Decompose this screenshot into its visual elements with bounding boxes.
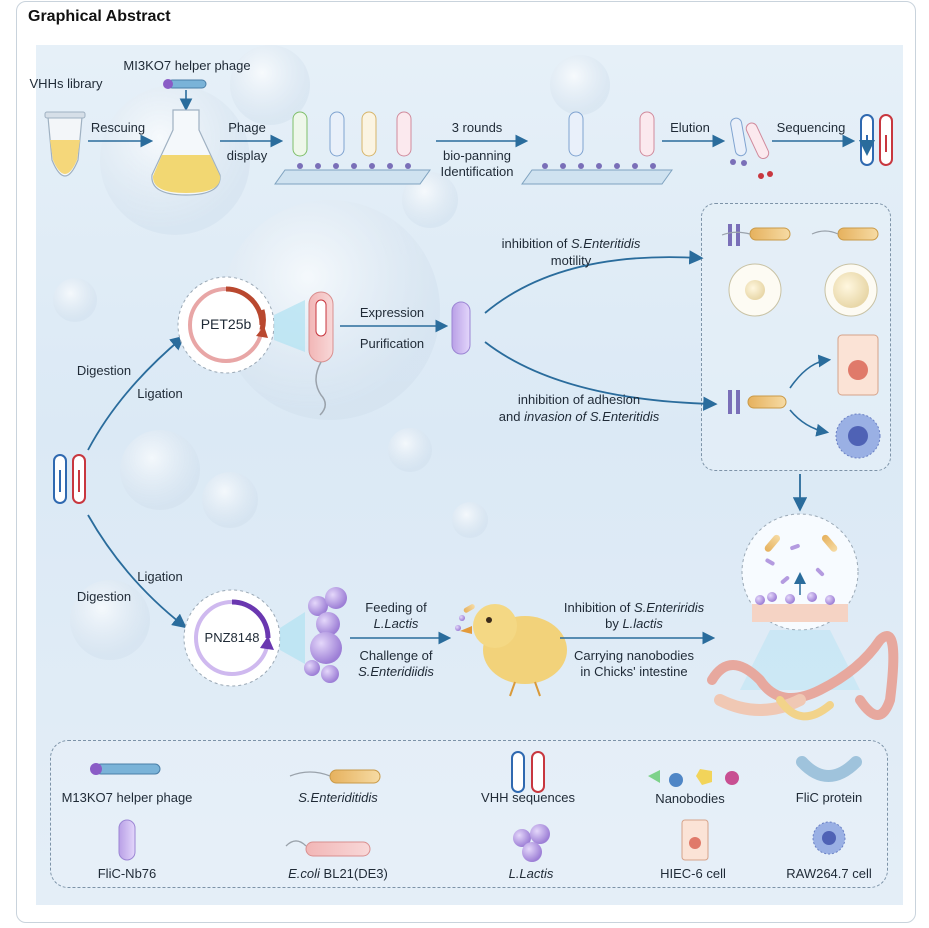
pet25b-plasmid-icon xyxy=(177,276,275,374)
legend-hiec: HIEC-6 cell xyxy=(660,866,726,881)
legend-helper-phage: M13KO7 helper phage xyxy=(61,790,193,805)
digestion-label-1: Digestion xyxy=(76,363,132,378)
helper-phage-icon xyxy=(163,79,207,112)
eluted-phage-icon xyxy=(730,117,773,179)
flask-icon xyxy=(151,109,221,196)
figure-title: Graphical Abstract xyxy=(28,8,171,25)
pnz8148-label: PNZ8148 xyxy=(204,630,260,645)
vhh-sequence-icon xyxy=(859,114,893,166)
feeding-label-2: L.Lactis xyxy=(373,616,419,631)
identification-label: Identification xyxy=(440,164,514,179)
legend-box xyxy=(50,740,888,888)
challenge-label: Challenge of xyxy=(359,648,433,663)
biopanning-label: bio-panning xyxy=(443,148,511,163)
library-tube-icon xyxy=(44,111,86,177)
legend-flic: FliC protein xyxy=(795,790,863,805)
vhh-pair-left xyxy=(53,454,86,504)
flic-nb76-icon xyxy=(451,301,471,355)
feeding-label: Feeding of xyxy=(365,600,427,615)
motility-label: inhibition of S.Enteritidis xyxy=(501,236,641,251)
pet25b-label: PET25b xyxy=(200,316,252,332)
adhesion-assay-icon xyxy=(728,334,881,459)
panning-plate-1 xyxy=(274,111,431,185)
phage-label: Phage xyxy=(228,120,266,135)
inhibition-lactis-label: Inhibition of S.Enteriridis xyxy=(563,600,705,615)
sequencing-label: Sequencing xyxy=(776,120,846,135)
display-label: display xyxy=(226,148,268,163)
inhibition-lactis-label-2: by L.lactis xyxy=(605,616,663,631)
library-label: VHHs library xyxy=(29,76,103,91)
adhesion-label-2: and invasion of S.Enteritidis xyxy=(498,409,660,424)
elution-label: Elution xyxy=(670,120,710,135)
motility-label-2: motility xyxy=(550,253,592,268)
rescuing-label: Rescuing xyxy=(90,120,146,135)
legend-s-enteritidis: S.Enteriditidis xyxy=(298,790,378,805)
llactis-cluster-icon xyxy=(304,587,347,683)
ecoli-cell-icon xyxy=(308,291,334,416)
ligation-label-1: Ligation xyxy=(137,386,183,401)
legend-raw: RAW264.7 cell xyxy=(786,866,872,881)
ligation-label-2: Ligation xyxy=(137,569,183,584)
purification-label: Purification xyxy=(359,336,425,351)
helper-phage-label: MI3KO7 helper phage xyxy=(123,58,251,73)
legend-icons xyxy=(90,751,862,862)
legend-vhh: VHH sequences xyxy=(481,790,575,805)
legend-llactis: L.Lactis xyxy=(508,866,554,881)
digestion-label-2: Digestion xyxy=(76,589,132,604)
motility-assay-icon xyxy=(721,224,879,317)
panning-plate-2 xyxy=(521,111,673,185)
carrying-label: Carrying nanobodies xyxy=(574,648,694,663)
intestine-zoom-icon xyxy=(707,513,899,721)
challenge-label-2: S.Enteridiidis xyxy=(358,664,434,679)
legend-flic-nb76: FliC-Nb76 xyxy=(97,866,157,881)
rounds-label: 3 rounds xyxy=(451,120,503,135)
carrying-label-2: in Chicks' intestine xyxy=(580,664,688,679)
legend-ecoli: E.coli BL21(DE3) xyxy=(288,866,388,881)
chick-icon xyxy=(455,604,567,697)
expression-label: Expression xyxy=(359,305,425,320)
adhesion-label: inhibition of adhesion xyxy=(517,392,641,407)
legend-nanobodies: Nanobodies xyxy=(655,791,725,806)
